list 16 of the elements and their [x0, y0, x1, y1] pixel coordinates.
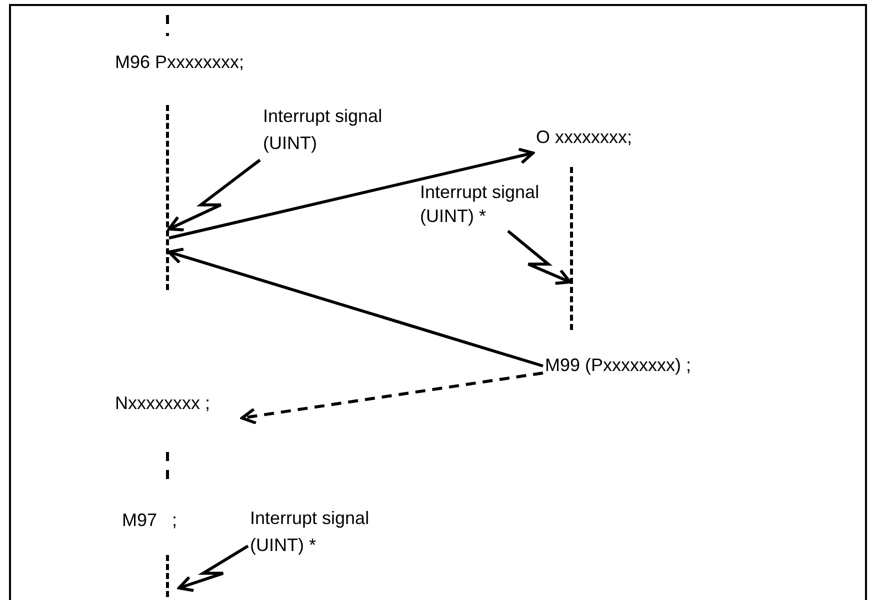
arrow	[240, 372, 544, 424]
interrupt-arrow	[178, 544, 249, 592]
code-line: M97 ;	[122, 508, 202, 532]
interrupt-arrow	[168, 158, 261, 232]
signal-label: Interrupt signal (UINT)	[263, 103, 413, 157]
arrow	[168, 248, 544, 368]
code-line: M99 (Pxxxxxxxx) ;	[545, 353, 715, 377]
code-line: M96 Pxxxxxxxx;	[115, 50, 275, 74]
code-line: Nxxxxxxxx ;	[115, 391, 225, 415]
lifeline-segment	[166, 105, 169, 290]
signal-label: Interrupt signal (UINT) *	[250, 505, 400, 559]
interrupt-arrow	[507, 230, 572, 285]
code-line: O xxxxxxxx;	[536, 125, 656, 149]
lifeline-segment	[166, 555, 169, 600]
signal-label: Interrupt signal (UINT) *	[420, 180, 565, 228]
lifeline-segment	[570, 167, 573, 330]
